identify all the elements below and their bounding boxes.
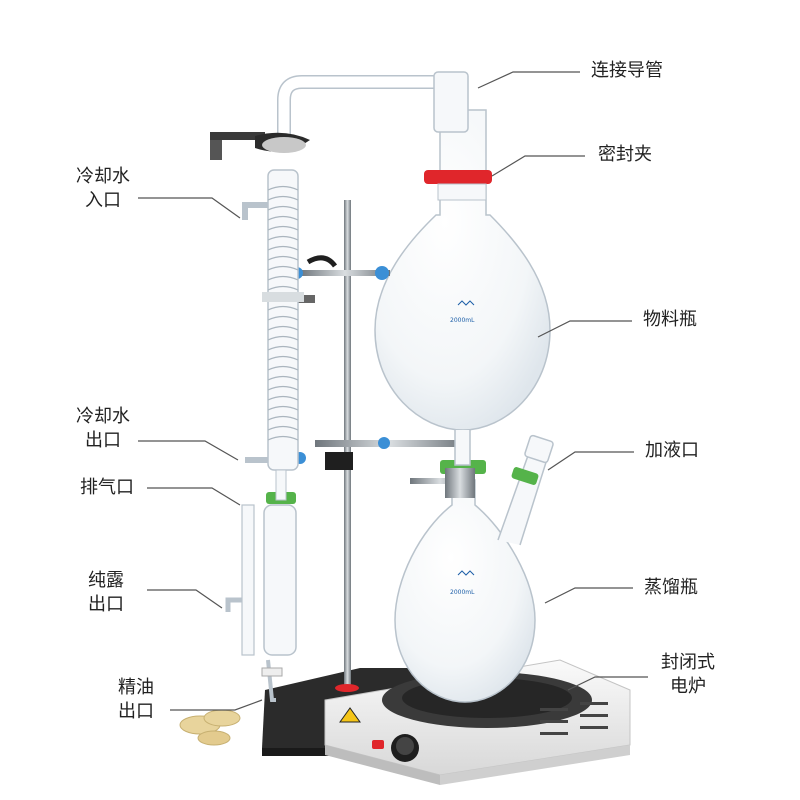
coil-condenser [242,169,304,471]
label-cooling-water-in: 冷却水 入口 [76,165,130,213]
label-electric-stove: 封闭式 电炉 [661,651,715,699]
label-essential-oil-outlet-line1: 精油 [118,677,154,698]
distilling-flask: 2000mL [394,434,554,703]
leader-distilling-flask [544,587,633,604]
label-cooling-water-out-line2: 出口 [85,430,121,451]
label-cooling-water-out: 冷却水 出口 [76,405,130,453]
label-cooling-water-out-line1: 冷却水 [76,406,130,427]
leader-liquid-inlet [547,451,634,471]
leader-vent [147,487,241,506]
leader-material-flask [537,320,632,338]
label-essential-oil-outlet: 精油 出口 [118,676,154,724]
label-electric-stove-line2: 电炉 [670,676,706,697]
label-distilling-flask: 蒸馏瓶 [644,576,698,600]
label-vent: 排气口 [80,476,134,500]
leader-cooling-water-out [138,440,239,461]
leader-lines [138,71,648,711]
leader-connecting-tube [477,71,580,89]
leader-essential-oil-outlet [170,699,263,711]
lower-holder [294,437,475,498]
label-connecting-tube: 连接导管 [591,59,663,83]
label-sealing-clamp: 密封夹 [598,143,652,167]
label-cooling-water-in-line2: 入口 [85,190,121,211]
label-material-flask: 物料瓶 [643,308,697,332]
label-vent-text: 排气口 [80,477,134,498]
label-hydrosol-outlet: 纯露 出口 [88,569,124,617]
label-material-flask-text: 物料瓶 [643,309,697,330]
red-sealing-clamp [424,170,492,201]
label-sealing-clamp-text: 密封夹 [598,144,652,165]
label-cooling-water-in-line1: 冷却水 [76,166,130,187]
upper-flask-volume-mark: 2000mL [450,317,475,324]
label-essential-oil-outlet-line2: 出口 [118,701,154,722]
label-hydrosol-outlet-line2: 出口 [88,594,124,615]
label-connecting-tube-text: 连接导管 [591,60,663,81]
label-hydrosol-outlet-line1: 纯露 [88,570,124,591]
rod-foot-ring [335,684,359,692]
connecting-tube-glass [277,71,469,140]
label-electric-stove-line1: 封闭式 [661,652,715,673]
leader-electric-stove [567,676,648,691]
upper-holder [290,255,390,303]
leader-hydrosol-outlet [147,589,223,609]
label-distilling-flask-text: 蒸馏瓶 [644,577,698,598]
leader-cooling-water-in [138,197,241,219]
label-liquid-inlet-text: 加液口 [645,440,699,461]
leader-sealing-clamp [491,155,585,177]
label-liquid-inlet: 加液口 [645,439,699,463]
material-flask: 2000mL [374,109,551,466]
rubber-tubing [179,709,241,746]
condenser-top-clamp [210,132,310,160]
lower-flask-volume-mark: 2000mL [450,589,475,596]
oil-water-separator [225,469,297,702]
